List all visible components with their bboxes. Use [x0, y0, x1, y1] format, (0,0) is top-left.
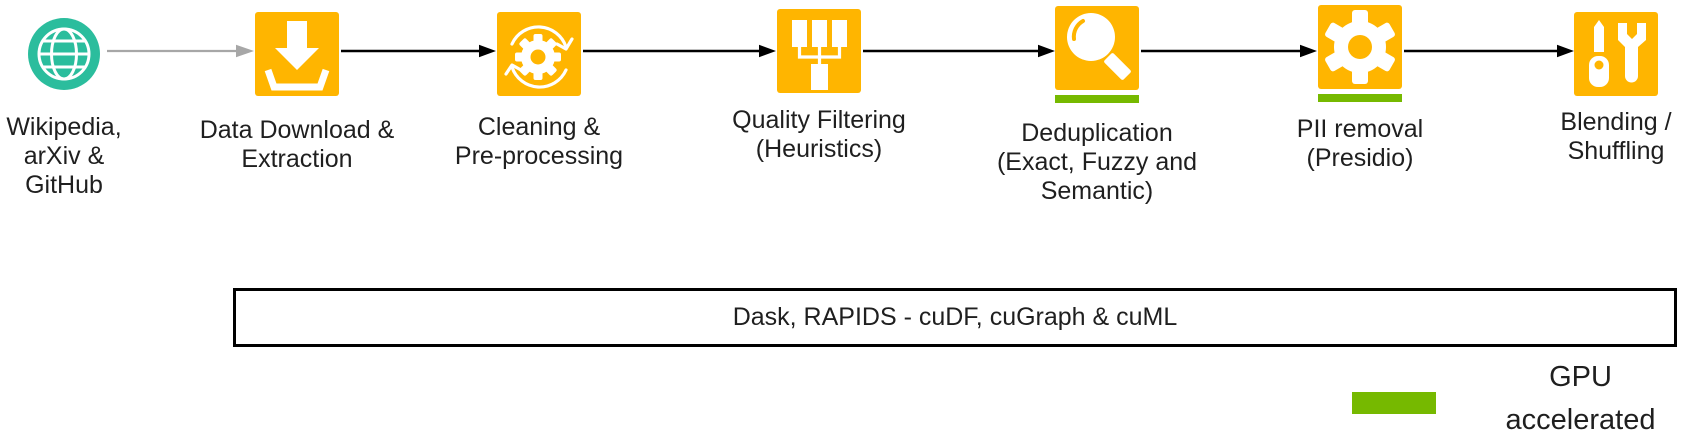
node-label-download: Data Download & Extraction	[199, 116, 395, 173]
node-label-dedup: Deduplication (Exact, Fuzzy and Semantic…	[996, 119, 1198, 205]
download-icon	[264, 21, 330, 91]
sync-gear-icon	[504, 25, 574, 89]
node-label-pii: PII removal (Presidio)	[1296, 115, 1424, 172]
framework-box: Dask, RAPIDS - cuDF, cuGraph & cuML	[233, 288, 1677, 347]
pipeline-node-dedup	[1055, 6, 1139, 90]
node-label-source: Wikipedia, arXiv & GitHub	[6, 113, 122, 199]
node-label-blending: Blending / Shuffling	[1560, 108, 1672, 165]
pipeline-node-cleaning	[497, 12, 581, 96]
pipeline-node-filtering	[777, 9, 861, 93]
gpu-legend-label: GPU accelerated	[1505, 361, 1656, 436]
tools-icon	[1589, 20, 1646, 87]
magnifier-icon	[1067, 13, 1131, 80]
pipeline-node-pii	[1318, 5, 1402, 89]
globe-icon	[28, 18, 100, 90]
pipeline-node-download	[255, 12, 339, 96]
pipeline-node-source	[27, 17, 101, 91]
node-label-filtering: Quality Filtering (Heuristics)	[732, 106, 906, 163]
funnel-merge-icon	[792, 20, 847, 90]
gpu-accelerated-bar-dedup	[1055, 95, 1139, 103]
gpu-legend-swatch	[1352, 392, 1436, 414]
gear-icon	[1325, 10, 1395, 84]
pipeline-node-blending	[1574, 12, 1658, 96]
node-label-cleaning: Cleaning & Pre-processing	[454, 113, 624, 170]
gpu-accelerated-bar-pii	[1318, 94, 1402, 102]
framework-box-label: Dask, RAPIDS - cuDF, cuGraph & cuML	[732, 303, 1178, 331]
